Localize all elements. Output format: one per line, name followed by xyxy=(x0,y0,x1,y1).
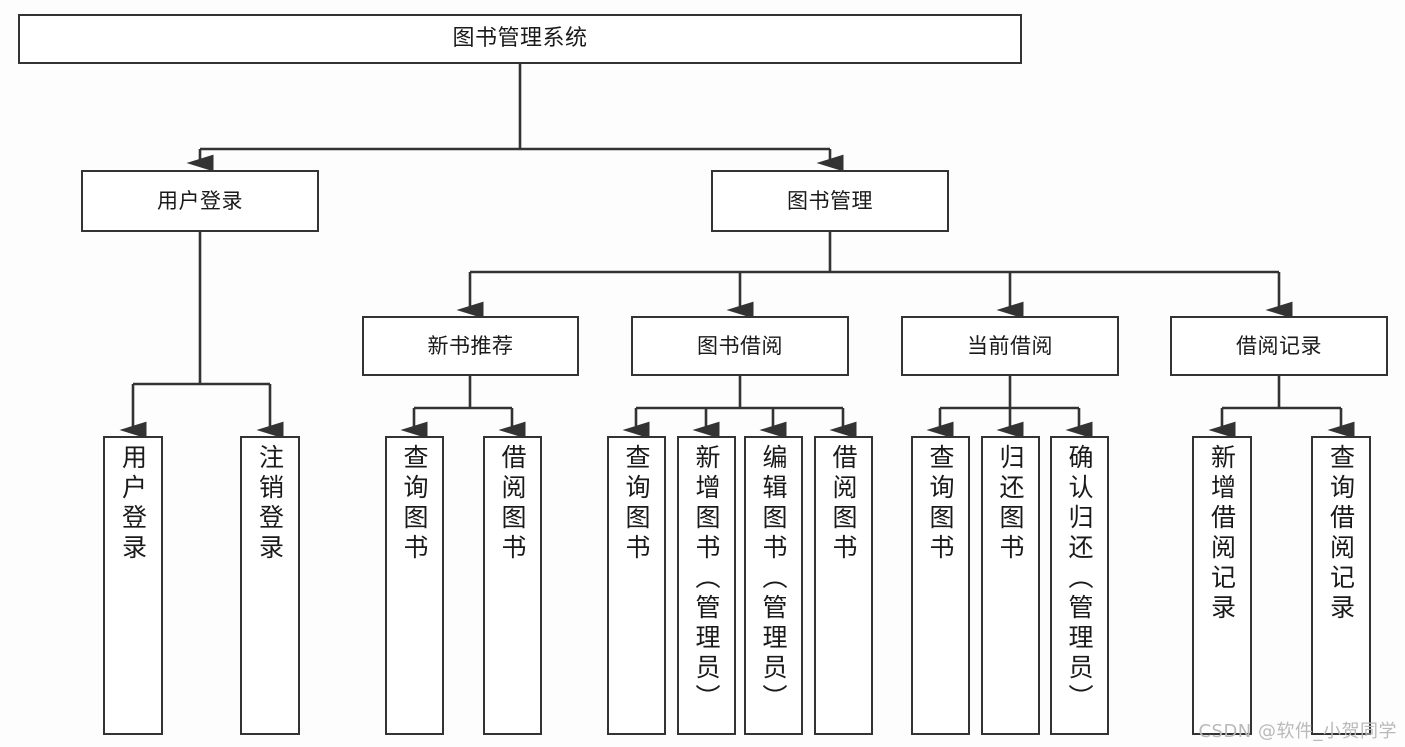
leaf-query-borrow-record[interactable]: 查询借阅记录 xyxy=(1311,436,1371,735)
leaf-query-book-recommend[interactable]: 查询图书 xyxy=(385,436,444,735)
leaf-logout[interactable]: 注销登录 xyxy=(240,436,300,735)
node-label: 查询图书 xyxy=(926,444,955,564)
node-label: 用户登录 xyxy=(118,444,148,564)
node-label: 查询图书 xyxy=(400,444,429,564)
node-label: 新增图书（管理员） xyxy=(692,444,721,714)
leaf-borrow-book-recommend[interactable]: 借阅图书 xyxy=(483,436,542,735)
node-borrow-record[interactable]: 借阅记录 xyxy=(1170,316,1388,376)
leaf-user-login[interactable]: 用户登录 xyxy=(103,436,163,735)
leaf-add-borrow-record[interactable]: 新增借阅记录 xyxy=(1192,436,1252,735)
node-label: 当前借阅 xyxy=(967,333,1053,358)
node-label: 归还图书 xyxy=(996,444,1025,564)
node-user-login[interactable]: 用户登录 xyxy=(81,170,319,232)
node-label: 查询图书 xyxy=(622,444,651,564)
node-label: 注销登录 xyxy=(255,444,285,564)
node-book-management[interactable]: 图书管理 xyxy=(711,170,949,232)
leaf-add-book-admin[interactable]: 新增图书（管理员） xyxy=(677,436,736,735)
node-label: 确认归还（管理员） xyxy=(1065,444,1094,714)
leaf-confirm-return-admin[interactable]: 确认归还（管理员） xyxy=(1050,436,1109,735)
node-label: 新书推荐 xyxy=(427,333,514,358)
node-label: 借阅图书 xyxy=(498,444,527,564)
leaf-query-book-current[interactable]: 查询图书 xyxy=(911,436,970,735)
node-root-system[interactable]: 图书管理系统 xyxy=(18,14,1022,64)
watermark: CSDN @软件_小贺同学 xyxy=(1198,721,1397,742)
leaf-borrow-book[interactable]: 借阅图书 xyxy=(814,436,873,735)
node-label: 借阅记录 xyxy=(1236,333,1322,358)
node-label: 借阅图书 xyxy=(829,444,858,564)
node-label: 图书借阅 xyxy=(697,333,783,358)
leaf-return-book[interactable]: 归还图书 xyxy=(981,436,1040,735)
node-current-borrow[interactable]: 当前借阅 xyxy=(901,316,1119,376)
node-label: 查询借阅记录 xyxy=(1326,444,1356,624)
node-book-borrow[interactable]: 图书借阅 xyxy=(631,316,849,376)
leaf-edit-book-admin[interactable]: 编辑图书（管理员） xyxy=(744,436,803,735)
leaf-query-book-borrow[interactable]: 查询图书 xyxy=(607,436,666,735)
node-label: 用户登录 xyxy=(157,188,243,213)
node-label: 图书管理系统 xyxy=(452,26,588,52)
node-label: 新增借阅记录 xyxy=(1207,444,1237,624)
node-label: 编辑图书（管理员） xyxy=(759,444,788,714)
node-label: 图书管理 xyxy=(787,188,873,213)
node-new-book-recommend[interactable]: 新书推荐 xyxy=(362,316,579,376)
